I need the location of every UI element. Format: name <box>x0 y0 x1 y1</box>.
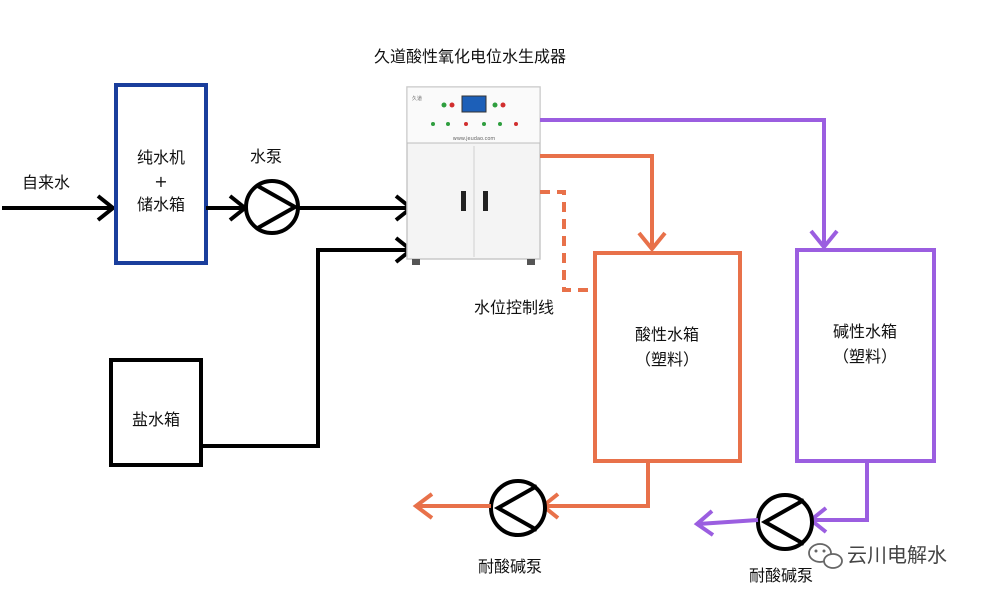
machine-logo: 久道 <box>412 95 422 102</box>
pure-water-label-plus: + <box>154 172 167 191</box>
alkali-discharge-line <box>697 518 759 526</box>
acid-supply-line <box>540 154 654 248</box>
tap-water-arrowhead <box>96 194 117 222</box>
pump-label: 水泵 <box>250 147 282 166</box>
machine-handle-left <box>461 191 466 211</box>
alkali-discharge-arrowhead <box>693 509 715 537</box>
machine-control-buttons <box>431 102 518 126</box>
alkali-output-line <box>812 461 869 522</box>
level-control-label: 水位控制线 <box>474 298 554 317</box>
alkali-supply-line <box>540 118 826 246</box>
alkali-pump-icon <box>756 493 814 551</box>
acid-output-line <box>544 461 650 508</box>
acid-supply-arrowhead <box>637 231 667 253</box>
alkali-tank-label-1: 碱性水箱 <box>833 322 897 341</box>
machine-website: www.jeudao.com <box>453 136 496 142</box>
alkali-tank-label-2: （塑料） <box>833 347 897 366</box>
pure-water-label-2: 储水箱 <box>137 195 185 214</box>
machine-title: 久道酸性氧化电位水生成器 <box>374 47 566 66</box>
watermark-text: 云川电解水 <box>847 543 947 567</box>
electrolyzed-water-generator: 久道 www.jeudao.com <box>406 86 541 265</box>
salt-tank-box <box>109 358 203 467</box>
salt-tank-label: 盐水箱 <box>132 410 180 429</box>
acid-pump-label: 耐酸碱泵 <box>478 557 542 576</box>
acid-pump-icon <box>489 479 547 537</box>
alkali-supply-arrowhead <box>809 229 839 251</box>
alkali-tank-box <box>795 248 936 463</box>
pure-water-label-1: 纯水机 <box>137 148 185 167</box>
acid-tank-label-2: （塑料） <box>635 350 699 369</box>
acid-tank-label-1: 酸性水箱 <box>635 325 699 344</box>
water-pump-icon <box>244 179 300 235</box>
wechat-icon <box>808 543 843 569</box>
salt-to-machine-line <box>201 248 410 448</box>
machine-handle-right <box>483 191 488 211</box>
tap-water-label: 自来水 <box>22 173 70 192</box>
alkali-pump-label: 耐酸碱泵 <box>749 566 813 585</box>
acid-discharge-arrowhead <box>412 492 434 520</box>
acid-tank-box <box>593 251 742 463</box>
pure-water-box <box>114 83 208 265</box>
machine-display <box>461 95 487 113</box>
level-control-line <box>540 190 594 292</box>
